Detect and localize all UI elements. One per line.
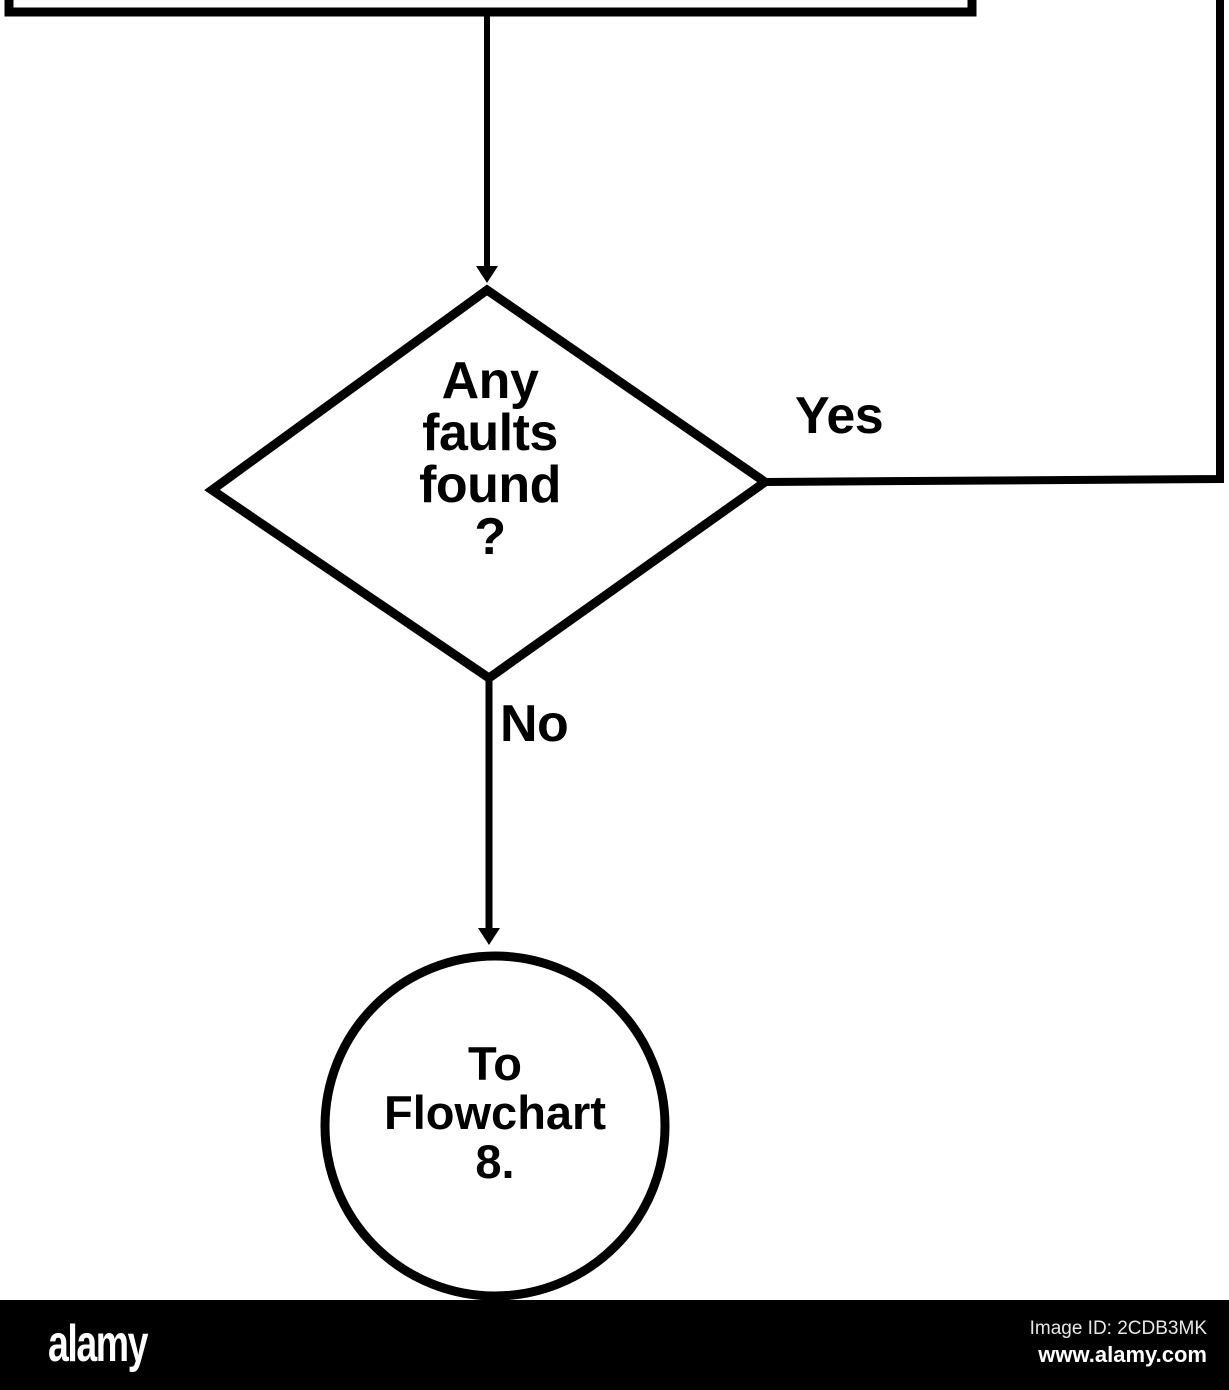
connector-circle <box>320 951 670 1300</box>
edge-label-yes: Yes <box>795 387 884 445</box>
edge-yes-branch <box>764 0 1224 486</box>
image-id-text: Image ID: 2CDB3MK <box>1029 1318 1207 1339</box>
edge-label-no: No <box>500 695 569 753</box>
top-process-box <box>4 0 977 17</box>
flowchart-canvas <box>4 0 1224 1300</box>
watermark-credit: Image ID: 2CDB3MK www.alamy.com <box>1030 1318 1207 1368</box>
connector-circle-label: To Flowchart 8. <box>384 1037 606 1188</box>
watermark-bar <box>0 1300 1229 1390</box>
alamy-url-text: www.alamy.com <box>1038 1342 1207 1368</box>
decision-diamond-label: Any faults found ? <box>419 352 561 566</box>
alamy-logo: alamy <box>48 1315 148 1373</box>
